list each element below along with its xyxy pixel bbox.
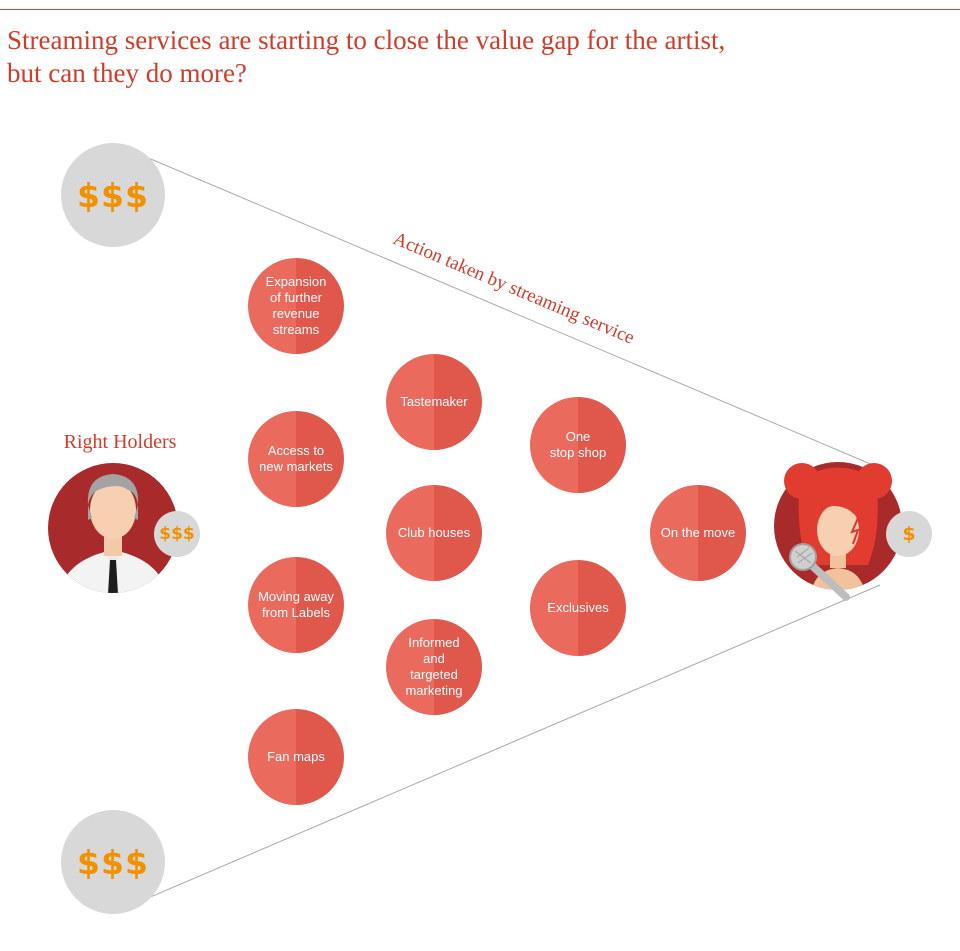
title-line-2: but can they do more? [7, 58, 247, 88]
right-holders-money-badge: $$$ [154, 511, 200, 557]
right-holders-money-label: $$$ [159, 524, 195, 544]
bubble-label: Moving away from Labels [258, 589, 334, 620]
top-rule [0, 9, 960, 10]
money-bottom-label: $$$ [77, 842, 149, 882]
artist-money-badge: $ [886, 511, 932, 557]
bubble-label: Club houses [397, 525, 471, 540]
bubble-label: Access to new markets [259, 443, 333, 474]
bubble-label: Expansion of further revenue streams [265, 274, 327, 337]
money-circle-top: $$$ [61, 143, 165, 247]
bubble-label: Tastemaker [400, 394, 468, 409]
money-circle-bottom: $$$ [61, 810, 165, 914]
bubble-on-the-move: On the move [650, 485, 746, 581]
bubble-label: On the move [660, 525, 736, 540]
bubble-exclusives: Exclusives [530, 560, 626, 656]
bubble-label: Exclusives [547, 600, 609, 615]
bubble-tastemaker: Tastemaker [386, 354, 482, 450]
bubble-label: Informed and targeted marketing [405, 635, 463, 698]
bubble-label: One stop shop [549, 429, 607, 460]
businessman-avatar [48, 463, 178, 593]
right-holders-label: Right Holders [63, 431, 177, 453]
bubble-new-markets: Access to new markets [248, 411, 344, 507]
microphone-icon [789, 543, 850, 601]
funnel-top-line [112, 142, 881, 469]
bubble-targeted-marketing: Informed and targeted marketing [386, 619, 482, 715]
page-title: Streaming services are starting to close… [7, 24, 907, 90]
bubble-one-stop-shop: One stop shop [530, 397, 626, 493]
money-top-label: $$$ [77, 175, 149, 215]
funnel-bottom-line [112, 584, 881, 914]
title-line-1: Streaming services are starting to close… [7, 25, 726, 55]
funnel-label: Action taken by streaming service [390, 228, 637, 348]
artist-avatar [774, 462, 902, 590]
bubble-revenue-streams: Expansion of further revenue streams [248, 258, 344, 354]
bubble-club-houses: Club houses [386, 485, 482, 581]
artist-money-label: $ [902, 523, 916, 545]
bubble-fan-maps: Fan maps [248, 709, 344, 805]
bubble-moving-from-labels: Moving away from Labels [248, 557, 344, 653]
bubble-label: Fan maps [267, 749, 325, 764]
